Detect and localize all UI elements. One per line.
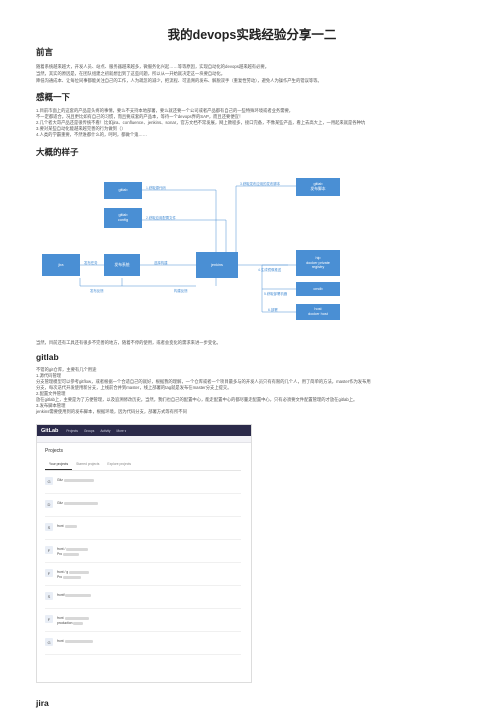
- blurred-text: [66, 547, 89, 551]
- gitlab-header: GitLab Projects Groups Activity More ▾: [37, 425, 251, 436]
- label-get-host: 5.获取部署机器: [264, 292, 288, 296]
- gitlab-line-4: 分支，每次迭代开发使用新分支，上线前合并到master，线上部署的tag就是发布…: [36, 385, 232, 390]
- project-avatar: F: [45, 546, 53, 554]
- project-row[interactable]: G front: [45, 632, 241, 655]
- gitlab-line-6: 放在gitlab上，主要是为了方便管理，以及追溯修改历史。当然，我们也自己的配置…: [36, 397, 358, 402]
- label-get-config: 2.获取应用配置文件: [146, 216, 176, 220]
- heading-jira: jira: [36, 698, 49, 708]
- project-avatar: F: [45, 615, 53, 623]
- label-deploy: 6.部署: [268, 308, 278, 312]
- project-avatar: S: [45, 592, 53, 600]
- project-title[interactable]: front /: [57, 547, 67, 551]
- projects-title: Projects: [45, 448, 64, 454]
- box-gitlab-scripts: gitlab 发布脚本: [296, 178, 340, 196]
- project-subtitle: production: [57, 621, 73, 625]
- project-row[interactable]: G Gitz: [45, 471, 241, 494]
- nav-activity[interactable]: Activity: [100, 428, 111, 433]
- box-release-system: 发布系统: [104, 254, 140, 276]
- project-title[interactable]: front / g: [57, 570, 69, 574]
- label-push-image: 4.生成镜像推送: [258, 268, 282, 272]
- tab-your-projects[interactable]: Your projects: [45, 460, 73, 470]
- feelings-line-2: 不一定都适合。况且更比如有自己的习惯，而且要成套的产品本，等待一个devops界…: [36, 114, 244, 119]
- nav-projects[interactable]: Projects: [66, 428, 78, 433]
- project-row[interactable]: F front production: [45, 609, 241, 632]
- gitlab-line-3: 分支管理模型可以参考gitflow，或者根据一个合适自己的就好，根据我的理解，一…: [36, 379, 371, 384]
- nav-more[interactable]: More ▾: [116, 428, 127, 433]
- gitlab-line-1: 不错的git仓库，主要有几个用途: [36, 367, 97, 372]
- page-title: 我的devops实践经验分享一二: [167, 28, 337, 42]
- tab-explore-projects[interactable]: Explore projects: [107, 462, 132, 466]
- blurred-text: [64, 524, 77, 528]
- project-title[interactable]: front: [57, 524, 64, 528]
- project-title[interactable]: front: [57, 639, 64, 643]
- gitlab-line-8: jenkins需要使用到的发布脚本，根据环境，因为代码分支，部署方式等有所不同: [36, 409, 187, 414]
- feelings-line-4: 3.要对某些自动化能越来越完善的行为做到（）: [36, 126, 126, 131]
- blurred-text: [63, 478, 94, 482]
- project-title[interactable]: Gitz: [57, 501, 63, 505]
- blurred-text: [63, 552, 80, 556]
- blurred-text: [73, 621, 84, 625]
- feelings-line-3: 2.几个者大哥产品还是很传统不看！比如jira、confluence、jenki…: [36, 120, 366, 125]
- architecture-diagram: gitlab gitlab config jira 发布系统 jenkins g…: [36, 172, 468, 332]
- preface-line-1: 随着系统越来越大，开发人员、站点、服务器越来越多，微服务化兴起……等等原因，实现…: [36, 64, 269, 69]
- project-subtitle: Pro: [57, 575, 63, 579]
- project-row[interactable]: F front / Pro: [45, 540, 241, 563]
- project-avatar: S: [45, 523, 53, 531]
- blurred-text: [65, 593, 92, 597]
- heading-feelings: 感概一下: [36, 92, 71, 102]
- label-select-build: 选择构建: [154, 261, 168, 265]
- project-row[interactable]: F front / g Pro: [45, 563, 241, 586]
- heading-gitlab: gitlab: [36, 352, 59, 362]
- project-row[interactable]: S front: [45, 517, 241, 540]
- feelings-line-1: 1.目前市面上的这套的产品是头疼的事情，要么不支持本地部署，要么就还要一个公司或…: [36, 108, 294, 113]
- box-jenkins: jenkins: [196, 252, 238, 278]
- feelings-line-5: 4.人类的学霸重要，不然谁都什么的，呵呵，都做个鬼……: [36, 132, 148, 137]
- heading-preface: 前言: [36, 47, 54, 57]
- box-docker-registry: hip docker private registry: [296, 250, 340, 276]
- project-avatar: D: [45, 500, 53, 508]
- label-feedback-2: 构建反馈: [174, 289, 188, 293]
- blurred-text: [69, 570, 90, 574]
- nav-groups[interactable]: Groups: [83, 428, 95, 433]
- label-get-code: 1.获取源代码: [146, 186, 166, 190]
- box-docker-host: host docker host: [296, 304, 340, 320]
- box-cmdb: cmdb: [296, 282, 340, 296]
- project-avatar: F: [45, 569, 53, 577]
- blurred-text: [64, 616, 89, 620]
- preface-line-3: 降低沟通成本、让每位同事都能关注自己的工作，人为疏忽的减少，把流程、可追溯的发布…: [36, 78, 322, 83]
- project-row[interactable]: D Gitz: [45, 494, 241, 517]
- tab-starred-projects[interactable]: Starred projects: [76, 462, 100, 466]
- blurred-text: [63, 501, 98, 505]
- project-avatar: G: [45, 638, 53, 646]
- preface-line-2: 当然，其实的原因是，在团队组建之初就想出到了这些问题，所以从一开始就决定这一块要…: [36, 71, 226, 76]
- project-title[interactable]: frontf: [57, 593, 65, 597]
- box-gitlab-config: gitlab config: [104, 208, 142, 228]
- gitlab-line-2: 1.源代码管理: [36, 373, 62, 378]
- overview-caption: 当然，目前还有工具还有很多不完善的地方，随着不停的使用，或者会变化的需求来进一步…: [36, 340, 221, 345]
- gitlab-line-7: 3.发布脚本管理: [36, 403, 66, 408]
- gitlab-line-5: 2.配置文件管理: [36, 391, 66, 396]
- label-get-script: 3.获取发布应用的发布脚本: [240, 182, 281, 186]
- projects-tabs: Your projects Starred projects Explore p…: [45, 460, 241, 471]
- label-feedback-1: 发布反馈: [90, 289, 104, 293]
- diagram-arrows: [79, 185, 296, 313]
- blurred-text: [64, 639, 93, 643]
- gitlab-logo: GitLab: [41, 427, 59, 434]
- project-row[interactable]: S frontf: [45, 586, 241, 609]
- gitlab-screenshot: GitLab Projects Groups Activity More ▾ P…: [36, 424, 252, 683]
- blurred-text: [63, 575, 82, 579]
- project-avatar: G: [45, 477, 53, 485]
- gitlab-subbar: [37, 436, 251, 443]
- box-gitlab: gitlab: [104, 182, 142, 199]
- project-title[interactable]: front: [57, 616, 64, 620]
- project-title[interactable]: Gitz: [57, 478, 63, 482]
- box-jira: jira: [42, 254, 80, 276]
- heading-overview: 大概的样子: [36, 147, 79, 157]
- label-pull-release: 发布任务: [84, 261, 98, 265]
- project-subtitle: Pro: [57, 552, 63, 556]
